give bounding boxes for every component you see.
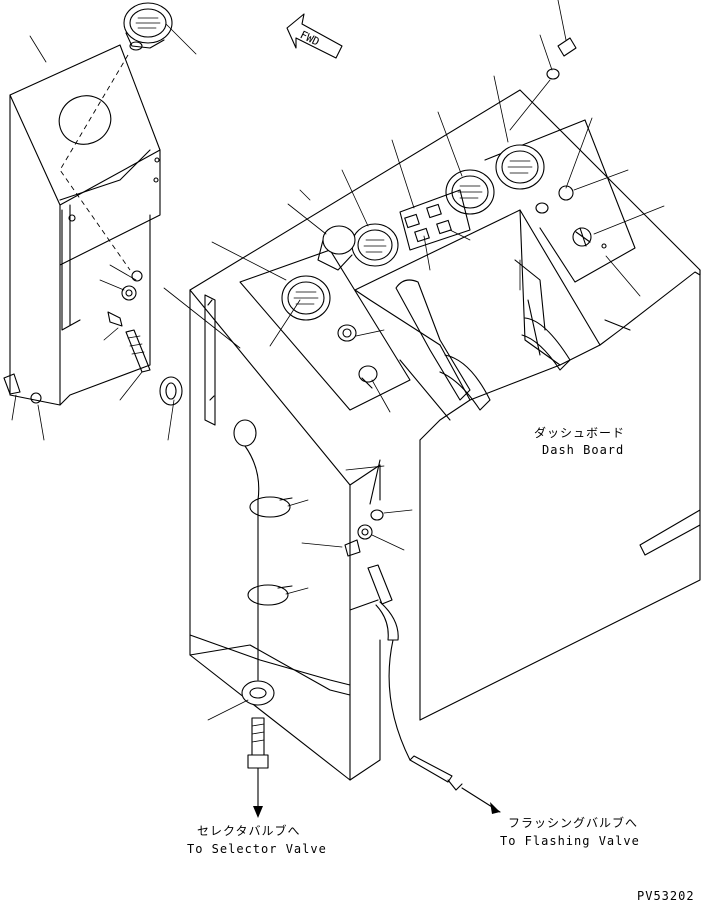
selector-label-en: To Selector Valve xyxy=(187,842,327,856)
selector-label-jp: セレクタバルブへ xyxy=(197,823,301,838)
leader-lines xyxy=(163,75,665,413)
fwd-arrow-icon: FWD xyxy=(286,13,343,59)
selector-pipe xyxy=(207,419,309,818)
dash-board-housing xyxy=(189,89,701,781)
fittings-left xyxy=(3,264,183,441)
flashing-hose xyxy=(367,564,501,814)
drawing-code: PV53202 xyxy=(637,889,695,903)
right-gauge-plate xyxy=(484,119,636,283)
fwd-label: FWD xyxy=(298,28,322,48)
dash-board-label-jp: ダッシュボード xyxy=(534,425,625,440)
dash-board-label-en: Dash Board xyxy=(542,443,624,457)
flashing-label-en: To Flashing Valve xyxy=(500,834,640,848)
gauge-icon xyxy=(123,2,173,51)
left-gauge-plate xyxy=(239,249,411,411)
center-gauges xyxy=(317,169,495,271)
flashing-label-jp: フラッシングバルブへ xyxy=(508,815,638,830)
control-panel-recess xyxy=(354,209,631,421)
lever-handle xyxy=(395,279,571,411)
lower-fittings xyxy=(301,459,413,557)
top-right-fasteners xyxy=(509,0,577,131)
left-housing xyxy=(9,44,161,406)
switch-block xyxy=(399,189,471,251)
